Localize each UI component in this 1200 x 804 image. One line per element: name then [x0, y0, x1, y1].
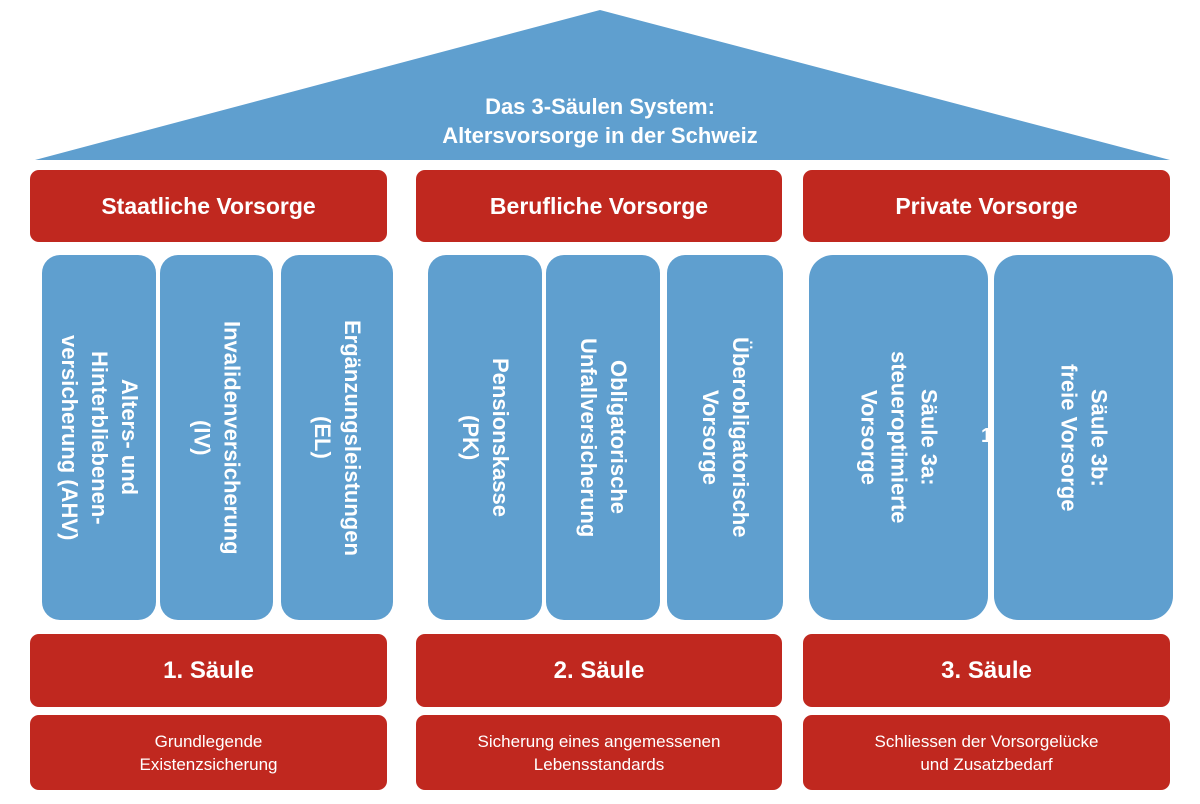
roof-title-line2: Altersvorsorge in der Schweiz — [442, 123, 758, 148]
description-1-line2: Existenzsicherung — [139, 754, 278, 774]
column-el: Ergänzungsleistungen (EL) — [281, 255, 393, 620]
column-uo-line2: Vorsorge — [698, 390, 723, 485]
column-3a-line1: Säule 3a: — [916, 389, 942, 486]
description-2-line2: Lebensstandards — [533, 754, 665, 774]
column-el-line2: (EL) — [310, 416, 335, 459]
column-pk-line2: (PK) — [458, 414, 483, 461]
header-berufliche-vorsorge: Berufliche Vorsorge — [416, 170, 782, 242]
roof-title: Das 3-Säulen System: Altersvorsorge in d… — [300, 92, 900, 150]
description-2-line1: Sicherung eines angemessenen — [477, 731, 721, 751]
saeule-2: 2. Säule — [416, 634, 782, 707]
roof-triangle — [35, 10, 1170, 160]
column-3a-line2: steueroptimierte — [886, 351, 912, 524]
description-3-line1: Schliessen der Vorsorgelücke — [874, 731, 1099, 751]
stray-mark: 1 — [981, 425, 993, 447]
column-ueberobligatorisch: Überobligatorische Vorsorge — [667, 255, 783, 620]
header-staatliche-vorsorge: Staatliche Vorsorge — [30, 170, 387, 242]
saeule-1: 1. Säule — [30, 634, 387, 707]
roof-title-line1: Das 3-Säulen System: — [485, 94, 715, 119]
column-3a-line3: Vorsorge — [856, 390, 882, 485]
column-el-line1: Ergänzungsleistungen — [340, 319, 365, 556]
column-unfallversicherung: Obligatorische Unfallversicherung — [546, 255, 660, 620]
saeule-3: 3. Säule — [803, 634, 1170, 707]
column-pensionskasse: Pensionskasse (PK) — [428, 255, 542, 620]
column-ahv: Alters- und Hinterbliebenen- versicherun… — [42, 255, 156, 620]
column-3b-line2: freie Vorsorge — [1056, 363, 1082, 512]
description-3-line2: und Zusatzbedarf — [920, 754, 1053, 774]
description-2: Sicherung eines angemessenen Lebensstand… — [416, 715, 782, 790]
column-pk-line1: Pensionskasse — [488, 358, 513, 517]
column-saeule-3a: Säule 3a: steueroptimierte Vorsorge — [809, 255, 988, 620]
column-iv: Invalidenversicherung (IV) — [160, 255, 273, 620]
column-iv-line1: Invalidenversicherung — [219, 320, 245, 555]
column-ahv-line2: Hinterbliebenen- — [87, 350, 112, 525]
header-private-vorsorge: Private Vorsorge — [803, 170, 1170, 242]
column-uo-line1: Überobligatorische — [728, 337, 753, 538]
column-3b-line1: Säule 3b: — [1086, 388, 1112, 487]
column-uv-line2: Unfallversicherung — [576, 337, 601, 538]
column-iv-line2: (IV) — [189, 419, 215, 456]
column-uv-line1: Obligatorische — [606, 360, 631, 515]
description-1-line1: Grundlegende — [154, 731, 263, 751]
description-3: Schliessen der Vorsorgelücke und Zusatzb… — [803, 715, 1170, 790]
description-1: Grundlegende Existenzsicherung — [30, 715, 387, 790]
column-saeule-3b: Säule 3b: freie Vorsorge — [994, 255, 1173, 620]
column-ahv-line1: Alters- und — [117, 379, 142, 496]
column-ahv-line3: versicherung (AHV) — [57, 334, 82, 541]
